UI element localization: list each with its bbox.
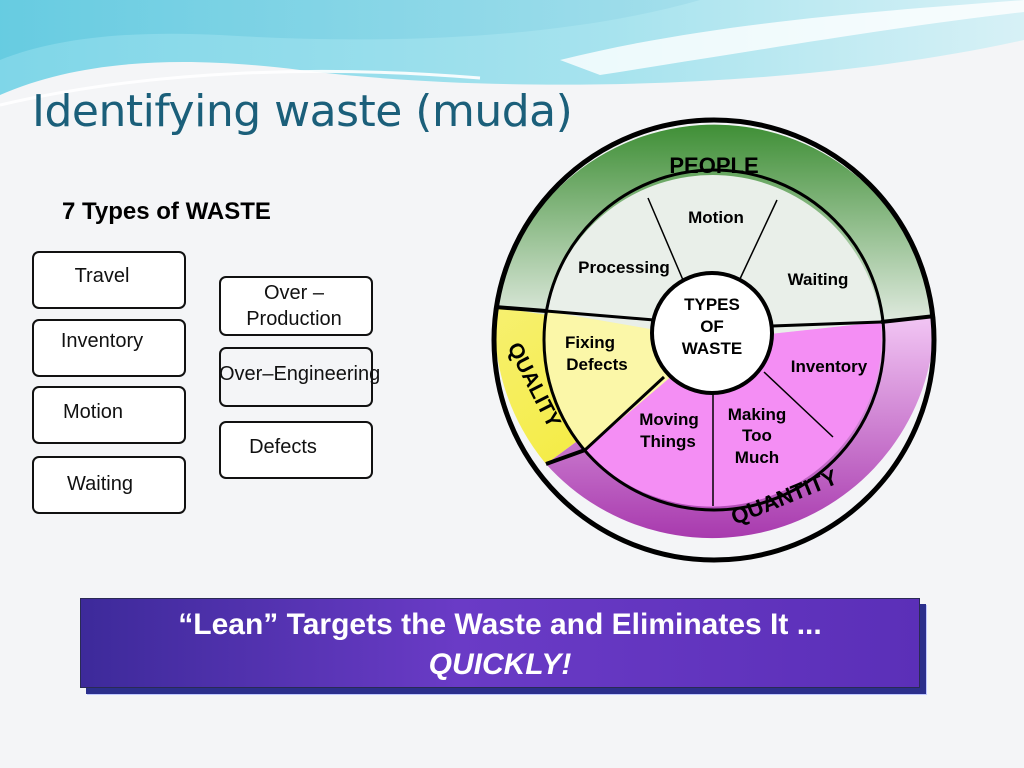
wheel-hub: [650, 271, 774, 395]
segment-moving-things-line: Things: [640, 432, 696, 451]
waste-box-waiting: Waiting: [32, 456, 186, 514]
inner-people-ring: [546, 175, 881, 340]
segment-moving-things-line: Moving: [639, 410, 699, 429]
waste-box-inventory: Inventory: [32, 319, 186, 377]
segment-fixing-defects-line: Fixing: [565, 333, 615, 352]
slide-title: Identifying waste (muda): [32, 86, 573, 137]
banner-line-1: “Lean” Targets the Waste and Eliminates …: [178, 608, 822, 641]
waste-box-label: Waiting: [67, 473, 133, 495]
waste-box-defects: Defects: [219, 421, 373, 479]
people-label: PEOPLE: [669, 153, 758, 178]
hub-label-line: WASTE: [682, 339, 742, 358]
waste-box-label-line: Production: [246, 308, 342, 330]
waste-box-travel: Travel: [32, 251, 186, 309]
banner-line-2: QUICKLY!: [428, 648, 572, 681]
segment-inventory: Inventory: [791, 357, 868, 376]
waste-box-label: Travel: [74, 265, 130, 287]
waste-box-label: Motion: [62, 401, 124, 423]
segment-fixing-defects-line: Defects: [566, 355, 627, 374]
hub-label-line: TYPES: [684, 295, 740, 314]
waste-box-label: Inventory: [60, 330, 144, 352]
hub-label-line: OF: [700, 317, 724, 336]
waste-box-label-line: Over –: [263, 282, 325, 304]
segment-making-too-much-line: Making: [728, 405, 787, 424]
segment-processing: Processing: [578, 258, 670, 277]
segment-waiting: Waiting: [788, 270, 849, 289]
waste-box-label: Defects: [249, 436, 317, 458]
segment-making-too-much-line: Much: [735, 448, 779, 467]
waste-box-over-engineering: Over–Engineering: [219, 347, 380, 407]
waste-box-label: Over–Engineering: [219, 363, 381, 385]
waste-list-heading: 7 Types of WASTE: [62, 198, 271, 225]
lean-banner: “Lean” Targets the Waste and Eliminates …: [80, 598, 920, 688]
waste-box-over-production: Over – Production: [219, 276, 373, 336]
segment-making-too-much-line: Too: [742, 426, 772, 445]
waste-box-motion: Motion: [32, 386, 186, 444]
segment-motion: Motion: [688, 208, 744, 227]
inner-quantity-ring: [585, 322, 882, 507]
